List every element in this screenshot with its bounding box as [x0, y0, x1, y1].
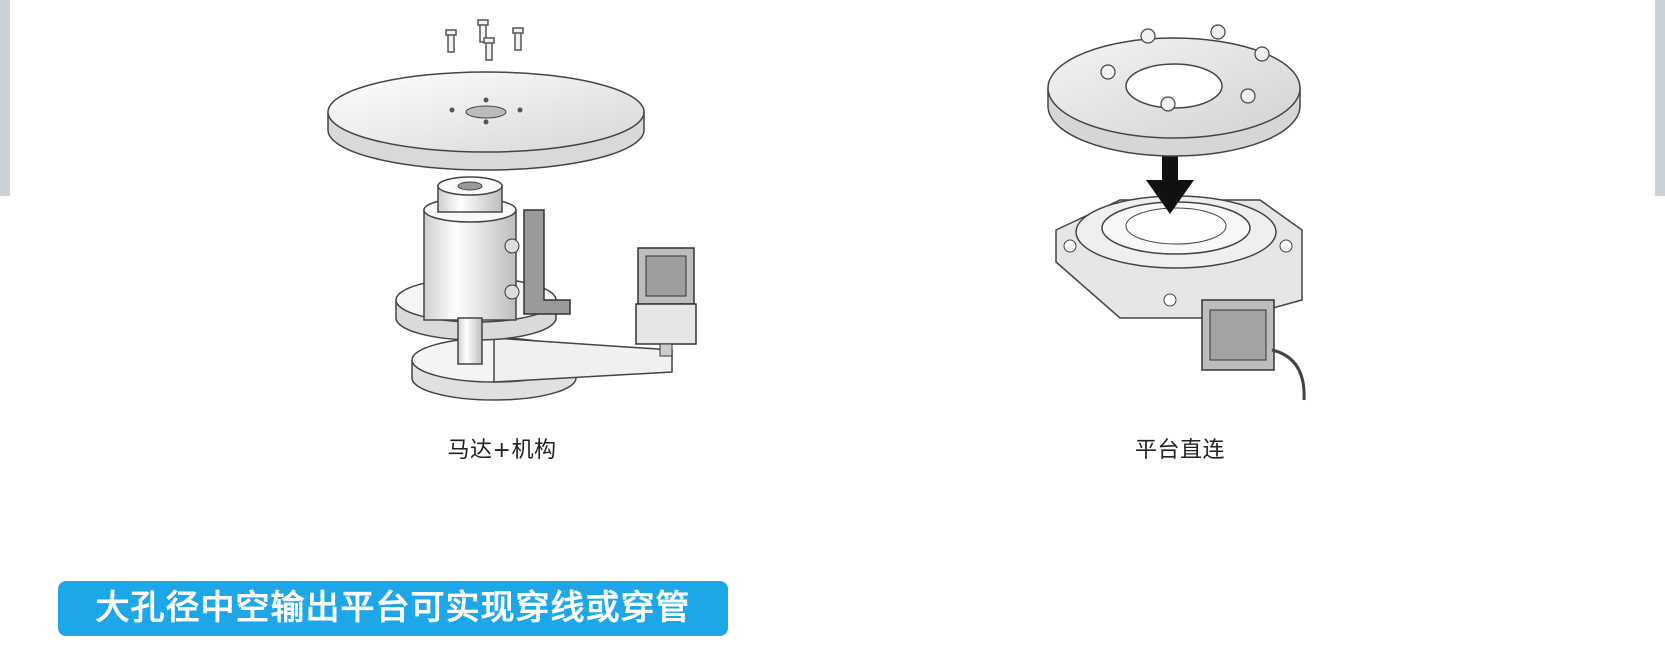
figure-caption-left: 马达+机构: [447, 438, 557, 463]
arrow-shaft: [1162, 150, 1178, 186]
direct-platform-illustration-icon: [1047, 24, 1306, 401]
motor-mechanism-figure: [300, 0, 720, 420]
right-edge-bar: [1655, 0, 1665, 196]
motor-mechanism-illustration-icon: [327, 19, 697, 401]
left-edge-bar: [0, 0, 10, 196]
down-arrow-icon: [1146, 180, 1194, 214]
direct-platform-figure: [1040, 0, 1340, 420]
figure-caption-right: 平台直连: [1134, 438, 1225, 463]
section-banner: 大孔径中空输出平台可实现穿线或穿管: [58, 581, 728, 636]
